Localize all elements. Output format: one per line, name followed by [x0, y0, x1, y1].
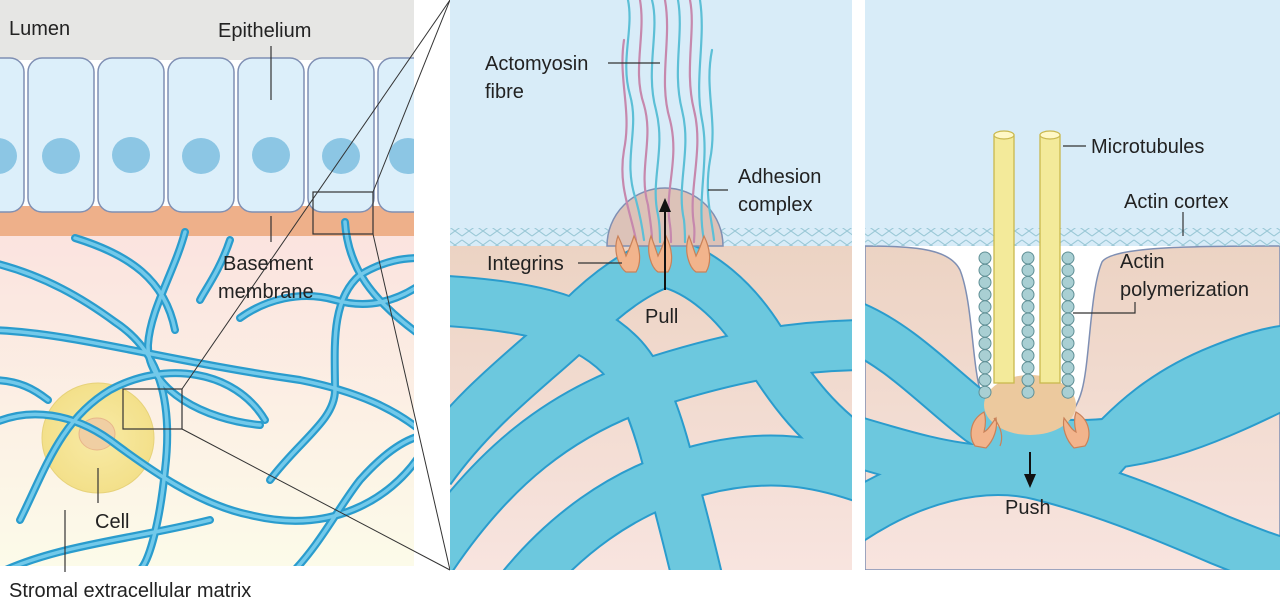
pull-arrow — [659, 198, 671, 290]
epithelium — [0, 57, 414, 213]
actin-bead — [1061, 324, 1075, 338]
basement-membrane-label-line2: membrane — [218, 281, 314, 303]
zoom-box-epithelium — [312, 191, 374, 235]
actin-bead — [1021, 373, 1035, 387]
actin-bead — [1061, 361, 1075, 375]
nucleus — [182, 138, 220, 174]
actin-bead — [1061, 263, 1075, 277]
microtubule-cap — [993, 130, 1015, 140]
leader-lines — [64, 46, 1184, 572]
integrins-label: Integrins — [487, 253, 564, 275]
labels: Lumen Epithelium Basement membrane Cell … — [9, 18, 1249, 600]
actin-bead — [1021, 263, 1035, 277]
actin-bead — [1061, 275, 1075, 289]
nucleus — [322, 138, 360, 174]
zoom-box-cell — [122, 388, 183, 430]
actin-bead — [1021, 288, 1035, 302]
actin-bead — [978, 361, 992, 375]
actin-bead — [978, 251, 992, 265]
overview-panel — [0, 0, 414, 566]
microtubules — [993, 130, 1061, 384]
nucleus — [389, 138, 414, 174]
actin-bead — [1021, 361, 1035, 375]
actomyosin-label-line1: Actomyosin — [485, 53, 588, 75]
zoom-connectors — [181, 0, 451, 571]
adhesion-label-line2: complex — [738, 194, 812, 216]
actin-bead — [1061, 373, 1075, 387]
actin-bead — [1021, 385, 1035, 399]
basement-membrane-label-line1: Basement — [223, 253, 313, 275]
push-panel — [865, 0, 1280, 570]
stroma-label: Stromal extracellular matrix — [9, 580, 251, 600]
lumen-region — [0, 0, 414, 60]
integrin — [1062, 411, 1090, 449]
actin-bead — [1021, 324, 1035, 338]
actin-filaments — [978, 251, 1075, 399]
actin-bead — [1021, 312, 1035, 326]
push-arrow — [1024, 452, 1036, 488]
integrin — [970, 411, 998, 449]
actin-bead — [1061, 288, 1075, 302]
protrusion-tip — [984, 375, 1076, 435]
microtubule — [1039, 134, 1061, 384]
actin-bead — [978, 275, 992, 289]
actin-bead — [1021, 275, 1035, 289]
actin-cortex-mesh — [865, 228, 1280, 246]
actin-bead — [978, 312, 992, 326]
adhesion-label-line1: Adhesion — [738, 166, 821, 188]
actomyosin-fibres — [621, 0, 716, 244]
cell-label: Cell — [95, 511, 129, 533]
actin-bead — [978, 324, 992, 338]
actin-bead — [978, 385, 992, 399]
actin-bead — [1061, 251, 1075, 265]
actin-bead — [1061, 300, 1075, 314]
actin-bead — [1061, 349, 1075, 363]
integrin — [686, 234, 711, 273]
epithelial-cell — [97, 57, 165, 213]
actin-bead — [1021, 336, 1035, 350]
integrin — [993, 417, 1003, 447]
epithelial-cell — [27, 57, 95, 213]
nucleus — [0, 138, 17, 174]
actin-bead — [978, 288, 992, 302]
epithelium-label: Epithelium — [218, 20, 311, 42]
nucleus — [252, 137, 290, 173]
ecm-fibres — [0, 218, 414, 566]
actin-bead — [978, 263, 992, 277]
actin-bead — [978, 349, 992, 363]
microtubule-cap — [1039, 130, 1061, 140]
microtubules-label: Microtubules — [1091, 136, 1204, 158]
microtubule — [993, 134, 1015, 384]
nucleus — [42, 138, 80, 174]
actin-bead — [1061, 312, 1075, 326]
integrins — [970, 411, 1090, 449]
actin-bead — [978, 300, 992, 314]
actin-cortex-label: Actin cortex — [1124, 191, 1228, 213]
epithelial-cell — [307, 57, 375, 213]
wide-fibres — [865, 303, 1280, 570]
epithelial-cell — [377, 57, 414, 213]
actin-poly-label-line2: polymerization — [1120, 279, 1249, 301]
actin-bead — [978, 336, 992, 350]
actin-poly-label-line1: Actin — [1120, 251, 1164, 273]
pull-panel — [450, 0, 852, 570]
pull-label: Pull — [645, 306, 678, 328]
nucleus — [112, 137, 150, 173]
lumen-label: Lumen — [9, 18, 70, 40]
actin-bead — [1021, 251, 1035, 265]
actin-bead — [1021, 349, 1035, 363]
actin-bead — [1061, 385, 1075, 399]
extracellular-space — [865, 0, 1280, 246]
actin-bead — [1021, 300, 1035, 314]
wide-fibres — [450, 236, 852, 570]
epithelial-cell — [167, 57, 235, 213]
actomyosin-label-line2: fibre — [485, 81, 524, 103]
actin-bead — [1061, 336, 1075, 350]
epithelial-cell — [0, 57, 25, 213]
actin-bead — [978, 373, 992, 387]
push-label: Push — [1005, 497, 1051, 519]
